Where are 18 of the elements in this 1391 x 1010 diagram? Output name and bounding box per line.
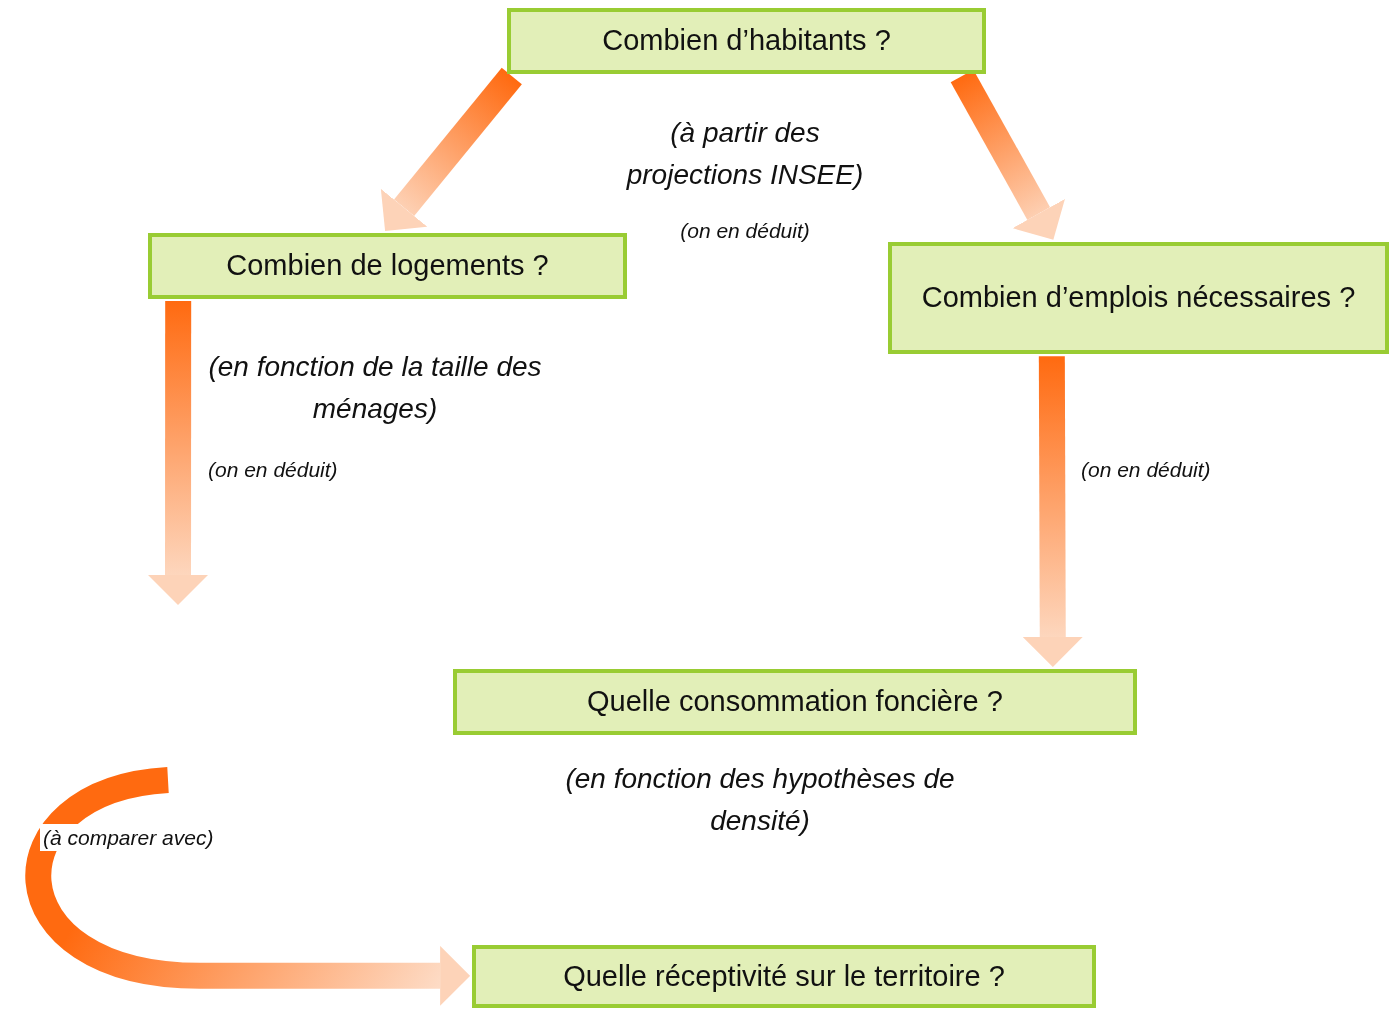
question-text: Quelle réceptivité sur le territoire ? — [563, 958, 1005, 994]
question-box — [148, 233, 627, 299]
question-text: Quelle consommation foncière ? — [587, 684, 1003, 720]
question-box — [888, 242, 1389, 354]
note-text: (en fonction des hypothèses de densité) — [564, 762, 956, 838]
note-text: (on en déduit) — [679, 218, 811, 244]
question-box — [472, 945, 1096, 1008]
arrow — [1022, 356, 1083, 667]
arrow — [25, 767, 471, 1006]
question-text: Combien d’habitants ? — [602, 23, 891, 59]
question-text: Combien de logements ? — [226, 248, 549, 284]
question-box — [453, 669, 1137, 735]
question-box — [507, 8, 986, 74]
note-text: (en fonction de la taille des ménages) — [207, 350, 543, 426]
question-text: Combien d’emplois nécessaires ? — [921, 280, 1356, 316]
arrow — [148, 301, 208, 605]
note-text: (à partir des projections INSEE) — [625, 116, 865, 192]
arrow — [380, 67, 522, 231]
